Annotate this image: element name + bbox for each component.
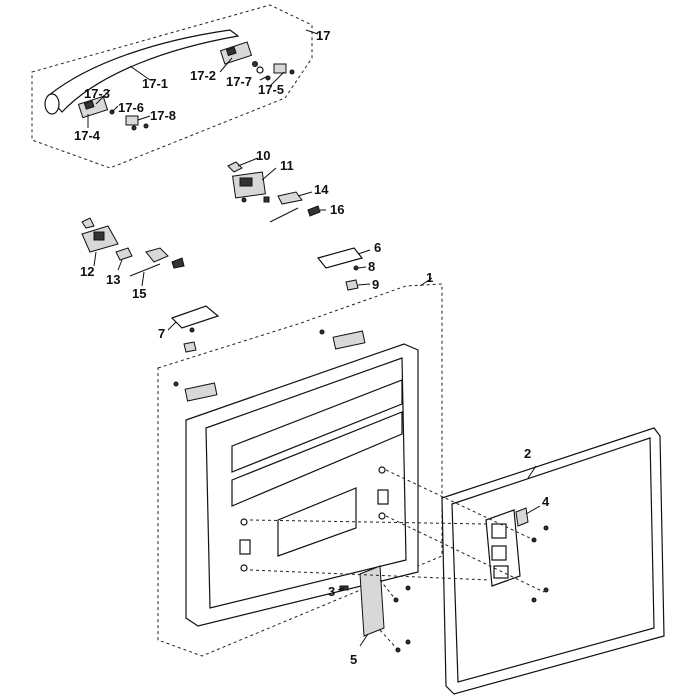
bracket-part	[273, 63, 287, 74]
mount-hole	[240, 564, 248, 572]
bracket-tab	[515, 507, 529, 527]
callout-2: 2	[524, 446, 531, 461]
callout-17-1: 17-1	[142, 76, 168, 91]
bracket-part-13	[115, 247, 133, 261]
washer-part	[256, 66, 264, 74]
mount-hole	[378, 512, 386, 520]
callout-17: 17	[316, 28, 330, 43]
door-liner-recess	[277, 487, 357, 557]
spring-part	[171, 257, 185, 269]
callout-13: 13	[106, 272, 120, 287]
callout-17-7: 17-7	[226, 74, 252, 89]
mount-hole	[378, 466, 386, 474]
screw-part	[241, 197, 247, 203]
callout-6: 6	[374, 240, 381, 255]
door-liner-port	[377, 489, 389, 505]
handle-assembly-boundary	[31, 4, 313, 169]
callout-17-3: 17-3	[84, 86, 110, 101]
hinge-parts-group	[81, 157, 326, 287]
handle-cap-right-detail	[225, 46, 237, 57]
callout-17-6: 17-6	[118, 100, 144, 115]
callout-16: 16	[330, 202, 344, 217]
hinge-cover-part-6	[316, 247, 364, 269]
screw-part	[543, 525, 549, 531]
handle-bar-part	[47, 29, 240, 113]
callout-12: 12	[80, 264, 94, 279]
handle-end-cap	[44, 93, 60, 115]
bracket-slot	[491, 523, 507, 539]
callout-17-2: 17-2	[190, 68, 216, 83]
screw-part	[405, 639, 411, 645]
door-liner-shelf-mid	[231, 411, 403, 507]
bracket-slot	[493, 565, 509, 579]
hinge-cover-part-7	[170, 305, 220, 329]
door-gasket-group	[441, 427, 665, 695]
screw-part	[319, 329, 325, 335]
hinge-bracket-part	[145, 247, 169, 263]
callout-11: 11	[280, 158, 294, 173]
door-bracket-part-5	[359, 565, 385, 637]
callout-7: 7	[158, 326, 165, 341]
hinge-nut-part	[81, 217, 95, 229]
hinge-pin-part	[269, 207, 299, 223]
callout-5: 5	[350, 652, 357, 667]
assembly-guide-lines	[249, 469, 545, 651]
callout-10: 10	[256, 148, 270, 163]
screw-part	[289, 69, 295, 75]
hinge-pin-part-15	[129, 263, 161, 277]
callout-17-4: 17-4	[74, 128, 101, 143]
callout-4: 4	[542, 494, 550, 509]
hinge-nut-part	[183, 341, 197, 353]
spring-part-16	[307, 205, 321, 217]
hinge-nut-part-9	[345, 279, 359, 291]
callout-1: 1	[426, 270, 433, 285]
screw-part	[143, 123, 149, 129]
lower-hinge-detail	[93, 231, 105, 241]
hinge-bracket-part-14	[277, 191, 303, 205]
callout-labels: 17 17-1 17-2 17-3 17-6 17-8 17-7 17-5 17…	[74, 28, 550, 667]
screw-part	[252, 61, 258, 67]
callout-3: 3	[328, 584, 335, 599]
door-hinge-bracket-right	[332, 330, 366, 350]
door-hinge-bracket-left	[184, 382, 218, 402]
handle-cap-left-detail	[83, 100, 95, 110]
screw-part-8	[353, 265, 359, 271]
door-gasket-inner	[451, 437, 655, 683]
callout-9: 9	[372, 277, 379, 292]
screw-part	[189, 327, 195, 333]
door-liner-port	[239, 539, 251, 555]
screw-part	[405, 585, 411, 591]
bracket-slot	[491, 545, 507, 561]
door-liner-shelf-top	[231, 379, 403, 473]
handle-assembly-group	[31, 4, 319, 169]
mount-hole	[240, 518, 248, 526]
screw-part	[173, 381, 179, 387]
upper-hinge-detail	[239, 177, 253, 187]
bracket-part	[125, 115, 139, 126]
hinge-covers-group	[167, 247, 371, 353]
screw-part	[543, 587, 549, 593]
callout-15: 15	[132, 286, 146, 301]
screw-part	[131, 125, 137, 131]
callout-8: 8	[368, 259, 375, 274]
screw-part	[263, 196, 270, 203]
hinge-nut-part-10	[227, 161, 243, 173]
door-assembly-group	[157, 277, 443, 657]
callout-17-8: 17-8	[150, 108, 176, 123]
screw-part	[531, 597, 537, 603]
callout-14: 14	[314, 182, 329, 197]
door-assembly-boundary	[157, 283, 443, 657]
callout-17-5: 17-5	[258, 82, 284, 97]
